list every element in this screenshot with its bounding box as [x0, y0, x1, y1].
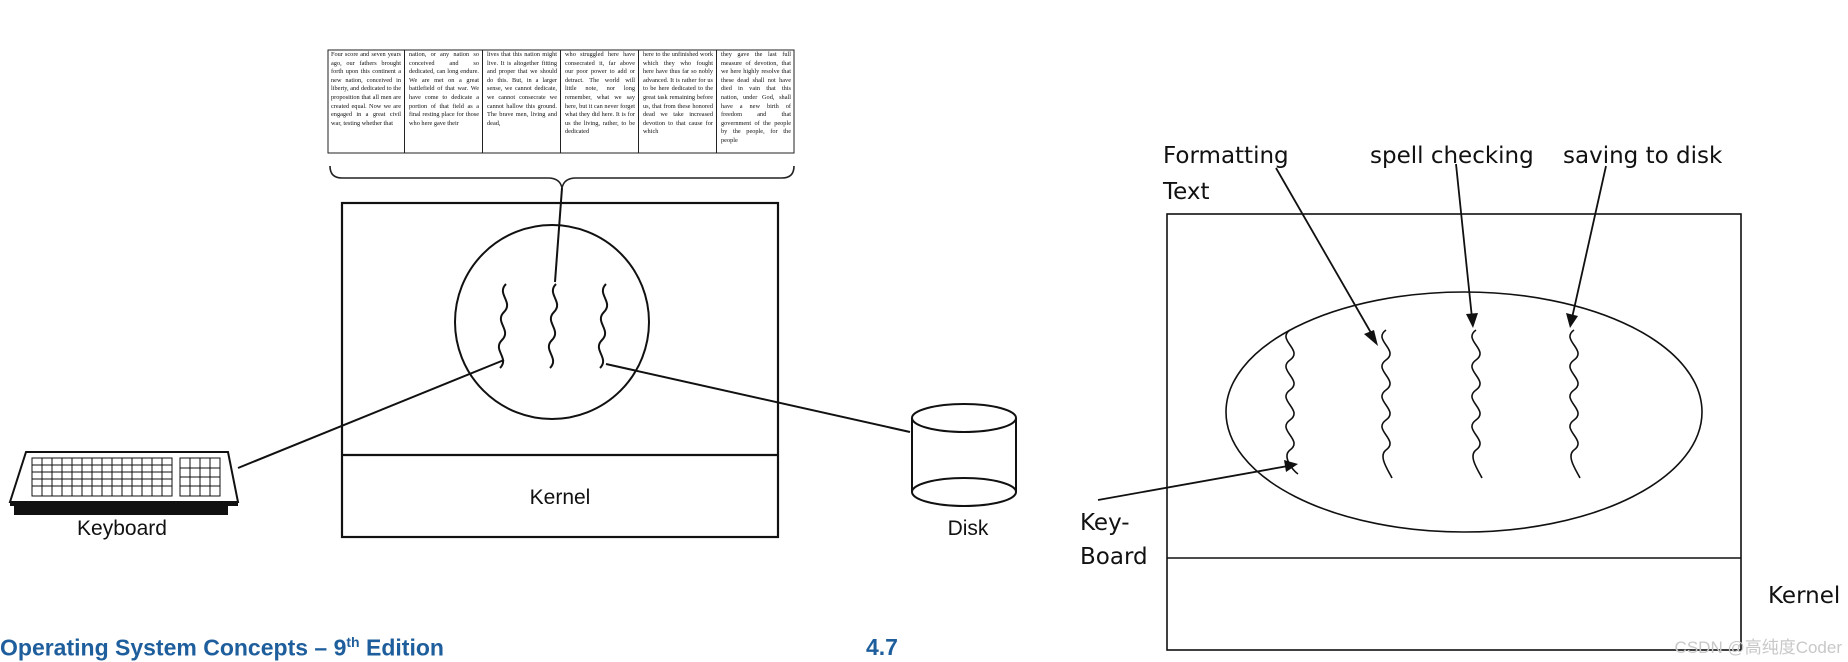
formatting-label: Formatting — [1163, 143, 1289, 169]
document-column-6: they gave the last full measure of devot… — [721, 51, 791, 144]
thread-to-disk-line — [605, 363, 911, 433]
thread-squiggle-r4 — [1569, 329, 1581, 479]
left-diagram: Four score and seven years ago, our fath… — [8, 49, 1017, 540]
keyboard-label-right: Key- — [1080, 510, 1130, 536]
formatting-label-line2: Text — [1162, 179, 1210, 205]
keyboard-icon — [8, 451, 240, 515]
spell-checking-arrow — [1455, 163, 1478, 328]
disk-label: Disk — [948, 517, 989, 540]
document-column-1: Four score and seven years ago, our fath… — [328, 50, 405, 153]
document-brace — [329, 165, 795, 189]
thread-squiggle-r2 — [1381, 329, 1393, 479]
process-circle — [454, 224, 650, 420]
document-column-5: here to the unfinished work which they w… — [640, 50, 717, 153]
watermark: CSDN @高纯度Coder — [1674, 638, 1842, 657]
document-page: Four score and seven years ago, our fath… — [327, 49, 795, 154]
spell-checking-label: spell checking — [1370, 143, 1534, 169]
computer-box-right — [1166, 213, 1742, 651]
thread-squiggle-3 — [597, 283, 609, 369]
page-number: 4.7 — [866, 634, 898, 660]
footer-title-end: Edition — [359, 634, 444, 661]
right-diagram: Formatting Text spell checking saving to… — [1080, 143, 1840, 651]
document-to-thread-line — [554, 187, 563, 283]
keyboard-input-arrow — [1097, 460, 1298, 501]
keyboard-label: Keyboard — [77, 517, 167, 540]
thread-squiggle-1 — [497, 283, 509, 369]
kernel-label: Kernel — [530, 486, 591, 509]
kernel-label-right: Kernel — [1768, 583, 1840, 609]
document-column-4: who struggled here have consecrated it, … — [562, 50, 639, 153]
thread-squiggle-r3 — [1471, 329, 1483, 479]
footer-title-main: Operating System Concepts – 9 — [0, 634, 347, 661]
footer-title-sup: th — [346, 634, 360, 650]
thread-squiggle-2 — [547, 283, 559, 369]
saving-arrow — [1566, 165, 1607, 328]
process-ellipse — [1225, 291, 1703, 533]
footer-title: Operating System Concepts – 9th Edition — [0, 634, 444, 662]
document-column-2: nation, or any nation so conceived and s… — [406, 50, 483, 153]
keyboard-label-right-line2: Board — [1080, 544, 1148, 570]
formatting-arrow — [1275, 167, 1378, 346]
thread-squiggle-r1 — [1285, 329, 1299, 475]
saving-to-disk-label: saving to disk — [1563, 143, 1723, 169]
disk-icon — [911, 403, 1017, 507]
keyboard-to-thread-line — [237, 359, 505, 469]
document-column-3: lives that this nation might live. It is… — [484, 50, 561, 153]
